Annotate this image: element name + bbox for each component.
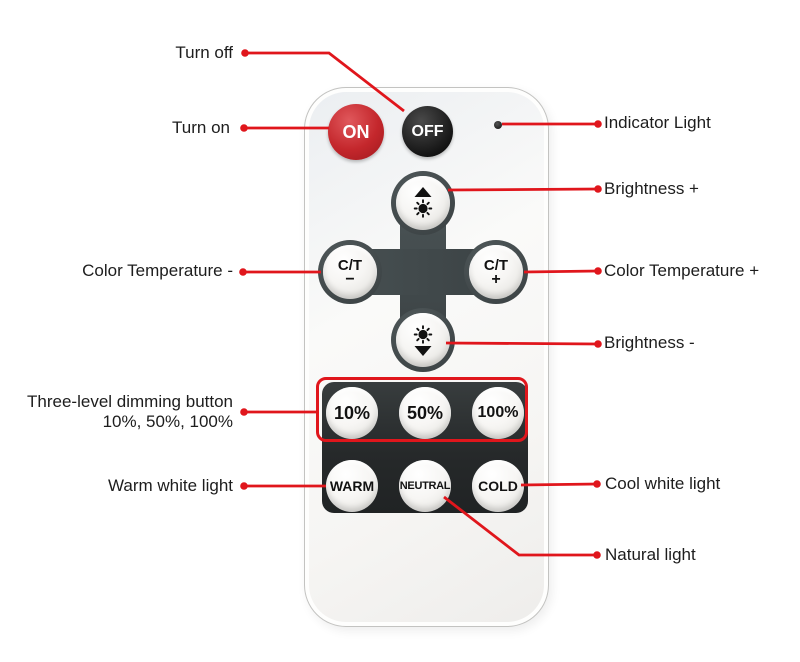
cool-white-callout-dot <box>593 480 601 488</box>
color-temp-plus-callout-dot <box>594 267 602 275</box>
ct-plus-sign: + <box>491 270 501 288</box>
brightness-up-icon <box>413 187 433 218</box>
three-level-callout-dot <box>240 408 248 416</box>
off-button[interactable]: OFF <box>402 106 453 157</box>
turn-off-callout-dot <box>241 49 249 57</box>
three-level-dimming-label-line1: Three-level dimming button <box>27 392 233 411</box>
brightness-up-button[interactable] <box>396 176 450 230</box>
color-temperature-minus-label: Color Temperature - <box>82 261 233 280</box>
dim-50-button[interactable]: 50% <box>399 387 451 439</box>
brightness-down-button[interactable] <box>396 313 450 367</box>
brightness-plus-callout-dot <box>594 185 602 193</box>
three-level-dimming-label: Three-level dimming button 10%, 50%, 100… <box>27 392 233 432</box>
ct-label: C/T <box>483 256 509 274</box>
brightness-minus-callout-dot <box>594 340 602 348</box>
dim-100-button[interactable]: 100% <box>472 387 524 439</box>
indicator-callout-dot <box>594 120 602 128</box>
ct-label: C/T <box>337 256 363 274</box>
ct-minus-sign: − <box>345 270 355 288</box>
turn-off-label: Turn off <box>175 43 233 62</box>
brightness-plus-label: Brightness + <box>604 179 699 198</box>
warm-white-light-label: Warm white light <box>107 476 233 495</box>
on-button[interactable]: ON <box>328 104 384 160</box>
turn-on-callout-dot <box>240 124 248 132</box>
indicator-light-label: Indicator Light <box>604 113 711 132</box>
color-temperature-minus-button[interactable]: C/T − <box>323 245 377 299</box>
neutral-button[interactable]: NEUTRAL <box>399 460 451 512</box>
dim-10-button[interactable]: 10% <box>326 387 378 439</box>
brightness-down-icon <box>413 325 433 356</box>
natural-light-callout-dot <box>593 551 601 559</box>
three-level-dimming-label-line2: 10%, 50%, 100% <box>102 412 233 431</box>
warm-button[interactable]: WARM <box>326 460 378 512</box>
brightness-minus-label: Brightness - <box>604 333 695 352</box>
cold-button[interactable]: COLD <box>472 460 524 512</box>
turn-on-label: Turn on <box>172 118 230 137</box>
cool-white-light-label: Cool white light <box>605 474 721 493</box>
warm-white-callout-dot <box>240 482 248 490</box>
color-temp-minus-callout-dot <box>239 268 247 276</box>
indicator-light-dot <box>494 121 502 129</box>
color-temperature-plus-label: Color Temperature + <box>604 261 760 280</box>
natural-light-label: Natural light <box>605 545 696 564</box>
color-temperature-plus-button[interactable]: C/T + <box>469 245 523 299</box>
